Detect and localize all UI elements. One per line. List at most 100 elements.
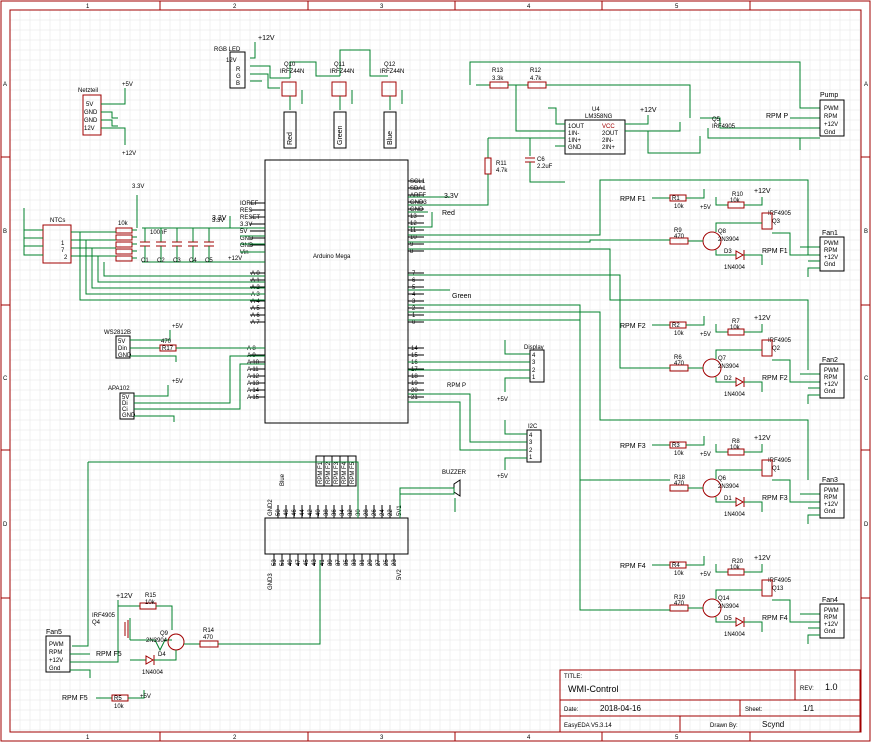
diode-part: 1N4004 [724, 392, 746, 398]
mega-pin-label: Vin [240, 250, 249, 256]
opamp-part: LM358NG [585, 114, 613, 120]
i2c-pin: 3 [529, 440, 533, 446]
fan-pin: PWM [824, 241, 839, 247]
wire [772, 359, 820, 383]
base-resistor-ref: R9 [674, 228, 682, 234]
ntc-pin: 7 [61, 248, 65, 254]
mega-pin-label: 8 [410, 249, 414, 255]
mosfet-net: Blue [387, 131, 394, 145]
buzzer-name: BUZZER [442, 470, 467, 476]
mega-pin-label: 5V [240, 229, 247, 235]
diode-body [735, 497, 745, 507]
v12-label: +12V [122, 151, 136, 157]
opamp-pin: 2IN- [602, 138, 613, 144]
fan5-rpm-net-2: RPM F5 [62, 695, 88, 702]
npn-ref: Q6 [718, 476, 727, 482]
fan-rpm-net: RPM F2 [620, 323, 646, 330]
mega-pin-label: GND [240, 243, 254, 249]
arduino-mega: Arduino Mega IOREFRESRESET3.3V5VGNDGNDVi… [240, 159, 427, 424]
wire [744, 254, 763, 265]
fan-pin: Gnd [824, 629, 835, 635]
pullup-val: 10k [674, 571, 685, 577]
ws2812-pin: 5V [118, 339, 125, 345]
ws2812-name: WS2812B [104, 330, 131, 336]
diode-part: 1N4004 [724, 512, 746, 518]
title-block: TITLE: WMI-Control REV: 1.0 Date: 2018-0… [559, 669, 861, 733]
header-pin-num: 25 [384, 559, 390, 566]
wire [715, 377, 736, 383]
header-pin-num: 45 [304, 559, 310, 566]
gate-resistor-val: 10k [730, 325, 741, 331]
header-pin-num: 51 [280, 559, 286, 566]
header-pin-num: 49 [288, 559, 294, 566]
display-pin: 4 [532, 353, 536, 359]
rgb-led-name: RGB LED [214, 47, 241, 53]
mega-pin-label: A 12 [247, 374, 260, 380]
fan-name: Fan2 [822, 357, 838, 364]
ntc-pin: 1 [61, 241, 65, 247]
v5-label: +5V [497, 474, 508, 480]
header-pin-num: 47 [296, 559, 302, 566]
r15-ref: R15 [145, 593, 157, 599]
header-pin-num: 42 [308, 509, 314, 516]
v12-label: +12V [754, 555, 771, 562]
header-pin-num: 24 [380, 509, 386, 516]
base-resistor-val: 470 [674, 361, 685, 367]
diode-body [735, 377, 745, 387]
wire [744, 444, 763, 453]
net-flag [333, 111, 347, 149]
pullup-ref: R1 [672, 196, 680, 202]
i2c-pin: 1 [529, 455, 533, 461]
header-pin-num: 34 [340, 509, 346, 516]
mega-pin-label: 16 [411, 360, 418, 366]
capacitor: C2 [156, 228, 166, 264]
col-label: 2 [233, 735, 237, 741]
c6-ref: C6 [537, 157, 545, 163]
d4-ref: D4 [158, 652, 166, 658]
fan-pin: +12V [824, 502, 838, 508]
opamp-pin: 1OUT [568, 124, 584, 130]
header-pin-num: 32 [348, 509, 354, 516]
row-label: A [864, 82, 868, 88]
wire [686, 556, 705, 566]
gate-resistor-ref: R20 [732, 559, 744, 565]
gate-resistor-ref: R10 [732, 192, 744, 198]
wire [744, 621, 763, 632]
rgb-pin: G [236, 74, 241, 80]
pmos-ref: Q2 [772, 346, 781, 352]
mega-33v-net-right: 3.3V [444, 193, 459, 200]
ws2812-pin: GND [118, 353, 132, 359]
fan-rpm-net: RPM F1 [620, 196, 646, 203]
fan-connector [819, 363, 845, 399]
fan-connector [819, 236, 845, 272]
rgb-pin: B [236, 81, 240, 87]
row-label: B [3, 229, 7, 235]
mosfet-body [381, 81, 397, 97]
header-label: RPM F1 [318, 461, 324, 484]
header-pin-num: 43 [312, 559, 318, 566]
npn-part: 2N3904 [718, 237, 740, 243]
header-pin-num: 48 [284, 509, 290, 516]
netzteil-name: Netzteil [78, 88, 98, 94]
header-pin-num: 37 [336, 559, 342, 566]
fan-pin: RPM [824, 375, 837, 381]
mega-pin-label: GND3 [410, 200, 427, 206]
caps-value: 100nF [150, 230, 167, 236]
mega-pin-label: A 3 [251, 292, 260, 298]
header-pin-num: 35 [344, 559, 350, 566]
ws2812-resistor: 470 [161, 339, 172, 345]
mega-pin-label: A 13 [247, 381, 260, 387]
gate-resistor-val: 10k [730, 198, 741, 204]
row-label: C [3, 376, 8, 382]
pmos-part: IRF4905 [768, 211, 792, 217]
q4-part: IRF4905 [92, 613, 116, 619]
header-label: GND3 [268, 573, 274, 590]
drawn-by-label: Drawn By: [710, 723, 738, 729]
wire [686, 189, 705, 199]
pump-pin: PWM [824, 106, 839, 112]
opamp-pin: 1IN- [568, 131, 579, 137]
fan-name: Fan4 [822, 597, 838, 604]
